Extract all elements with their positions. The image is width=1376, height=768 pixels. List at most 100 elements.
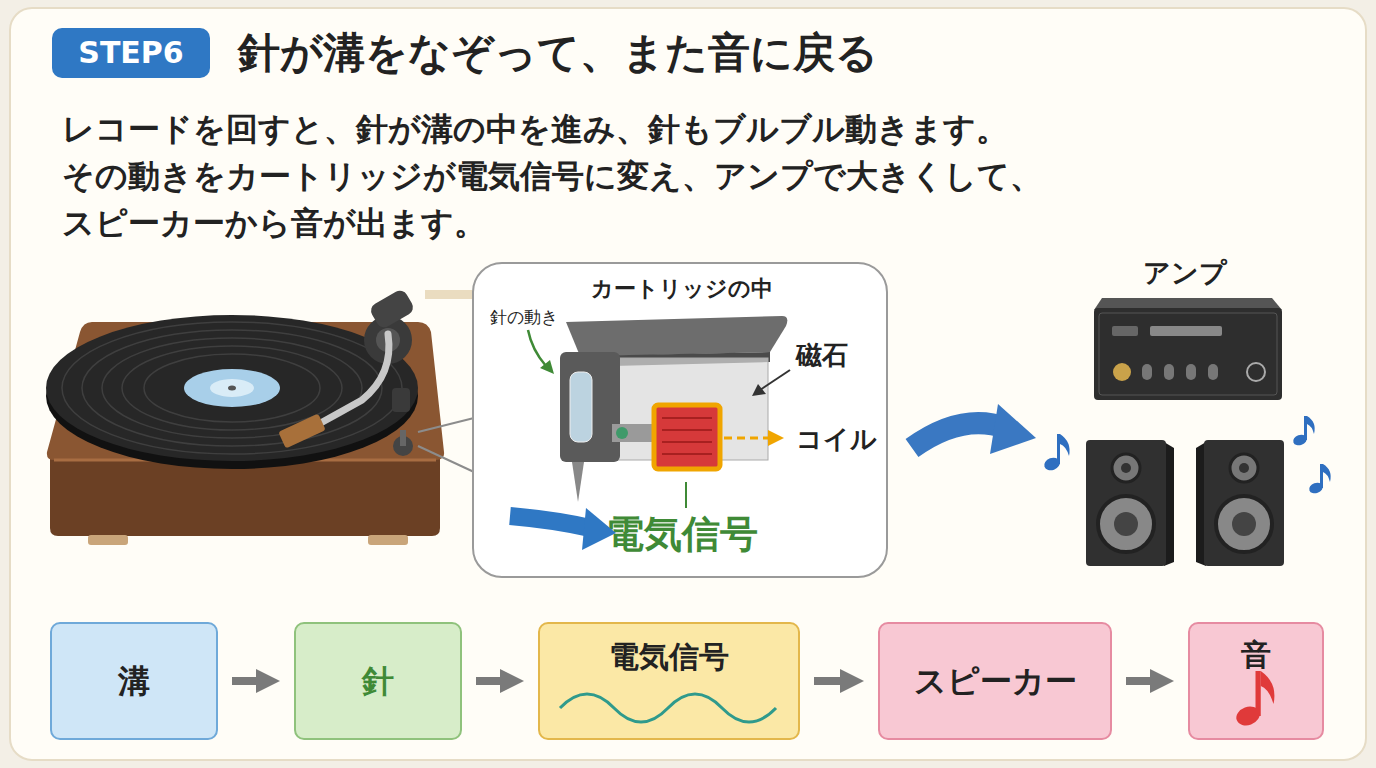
amplifier-illustration — [1164, 364, 1174, 380]
coil-pointer — [724, 430, 784, 446]
turntable-illustration — [82, 330, 382, 446]
turntable-illustration — [102, 338, 362, 438]
flow-arrow — [990, 404, 1036, 454]
flow-arrow — [476, 677, 510, 685]
music-note — [1234, 703, 1263, 728]
amplifier-illustration — [1099, 313, 1277, 395]
part-label: アンプ — [1125, 256, 1245, 290]
turntable-illustration — [210, 379, 254, 397]
music-note — [1261, 671, 1275, 704]
speaker-illustration — [1196, 442, 1206, 566]
turntable-illustration — [393, 436, 413, 456]
process-box: スピーカー — [878, 622, 1112, 740]
motion-arrow — [540, 360, 554, 374]
coil-pointer — [768, 430, 784, 446]
node-text: 電気信号 — [609, 638, 729, 676]
turntable-illustration — [144, 354, 320, 422]
signal-wave — [560, 694, 776, 722]
cartridge-illustration — [560, 352, 620, 462]
amplifier-illustration — [1112, 326, 1138, 336]
node-text: 溝 — [118, 661, 150, 701]
magnet-pointer — [752, 384, 766, 396]
music-note — [1042, 434, 1069, 472]
music-note — [1057, 434, 1060, 464]
cartridge-illustration — [572, 462, 584, 502]
amplifier-illustration — [1186, 364, 1196, 380]
process-box: 音 — [1188, 622, 1324, 740]
leader-line — [418, 418, 474, 472]
signal-arrow — [582, 508, 616, 550]
card-background — [10, 8, 1366, 760]
turntable-illustration — [376, 328, 400, 352]
node-text: STEP6 — [78, 34, 183, 72]
speaker-illustration — [1121, 463, 1131, 473]
turntable-illustration — [368, 535, 408, 545]
music-note — [1042, 456, 1061, 473]
turntable-illustration — [47, 322, 444, 460]
music-note — [1304, 416, 1307, 440]
flow-arrow — [912, 404, 1036, 454]
music-note — [1307, 416, 1315, 434]
node-text: スピーカー — [914, 661, 1077, 701]
motion-arrow — [528, 330, 546, 366]
music-note — [1308, 481, 1325, 495]
coil-pointer — [724, 437, 770, 440]
turntable-illustration — [50, 455, 440, 536]
music-note — [1308, 464, 1331, 495]
speaker-illustration — [1164, 442, 1174, 566]
callout-heading: カートリッジの中 — [474, 274, 890, 304]
process-box: 電気信号 — [538, 622, 800, 740]
amplifier-illustration — [1094, 308, 1282, 400]
cartridge-illustration — [618, 358, 768, 460]
node-text: 音 — [1241, 636, 1271, 674]
node-text: 針 — [362, 661, 394, 701]
cartridge-illustration — [570, 372, 592, 442]
turntable-illustration — [308, 334, 389, 430]
turntable-illustration — [46, 288, 444, 545]
cartridge-illustration — [560, 316, 787, 502]
flow-arrow — [912, 423, 1006, 448]
title-text: 針が溝をなぞって、また音に戻る — [238, 27, 878, 79]
flow-arrow — [814, 677, 850, 685]
turntable-illustration — [184, 369, 280, 407]
part-label: コイル — [796, 424, 877, 454]
signal-leader — [686, 482, 687, 508]
cartridge-illustration — [662, 418, 712, 454]
turntable-illustration — [228, 386, 236, 391]
magnet-pointer — [752, 370, 790, 396]
flow-arrow — [1126, 677, 1160, 685]
leader-line — [418, 418, 474, 432]
callout-box: カートリッジの中針の動き磁石コイル電気信号 — [472, 262, 888, 578]
amplifier-illustration — [1208, 364, 1218, 380]
amplifier-illustration — [1150, 326, 1222, 336]
music-note — [1256, 671, 1261, 716]
speaker-illustration — [1216, 496, 1272, 552]
turntable-illustration — [122, 346, 342, 430]
speaker-illustration — [1204, 440, 1284, 566]
flow-arrow — [232, 677, 266, 685]
speaker-illustration — [1086, 440, 1166, 566]
motion-arrow — [528, 330, 554, 374]
turntable-illustration — [88, 535, 128, 545]
turntable-illustration — [62, 322, 402, 454]
turntable-illustration — [400, 430, 406, 446]
music-note — [1060, 434, 1070, 456]
amplifier-illustration — [1094, 298, 1282, 400]
speaker-illustration — [1230, 454, 1258, 482]
music-note — [1323, 464, 1331, 482]
turntable-illustration — [278, 414, 325, 449]
music-note — [1320, 464, 1323, 488]
amplifier-illustration — [1094, 298, 1282, 310]
turntable-illustration — [368, 288, 416, 331]
music-note — [1292, 416, 1315, 447]
signal-leader — [685, 482, 687, 508]
signal-arrow — [510, 508, 616, 550]
speaker-illustration — [1098, 496, 1154, 552]
process-box: 溝 — [50, 622, 218, 740]
turntable-illustration — [46, 323, 418, 469]
music-note — [1234, 671, 1275, 729]
turntable-illustration — [46, 315, 418, 461]
cartridge-illustration — [616, 427, 628, 439]
